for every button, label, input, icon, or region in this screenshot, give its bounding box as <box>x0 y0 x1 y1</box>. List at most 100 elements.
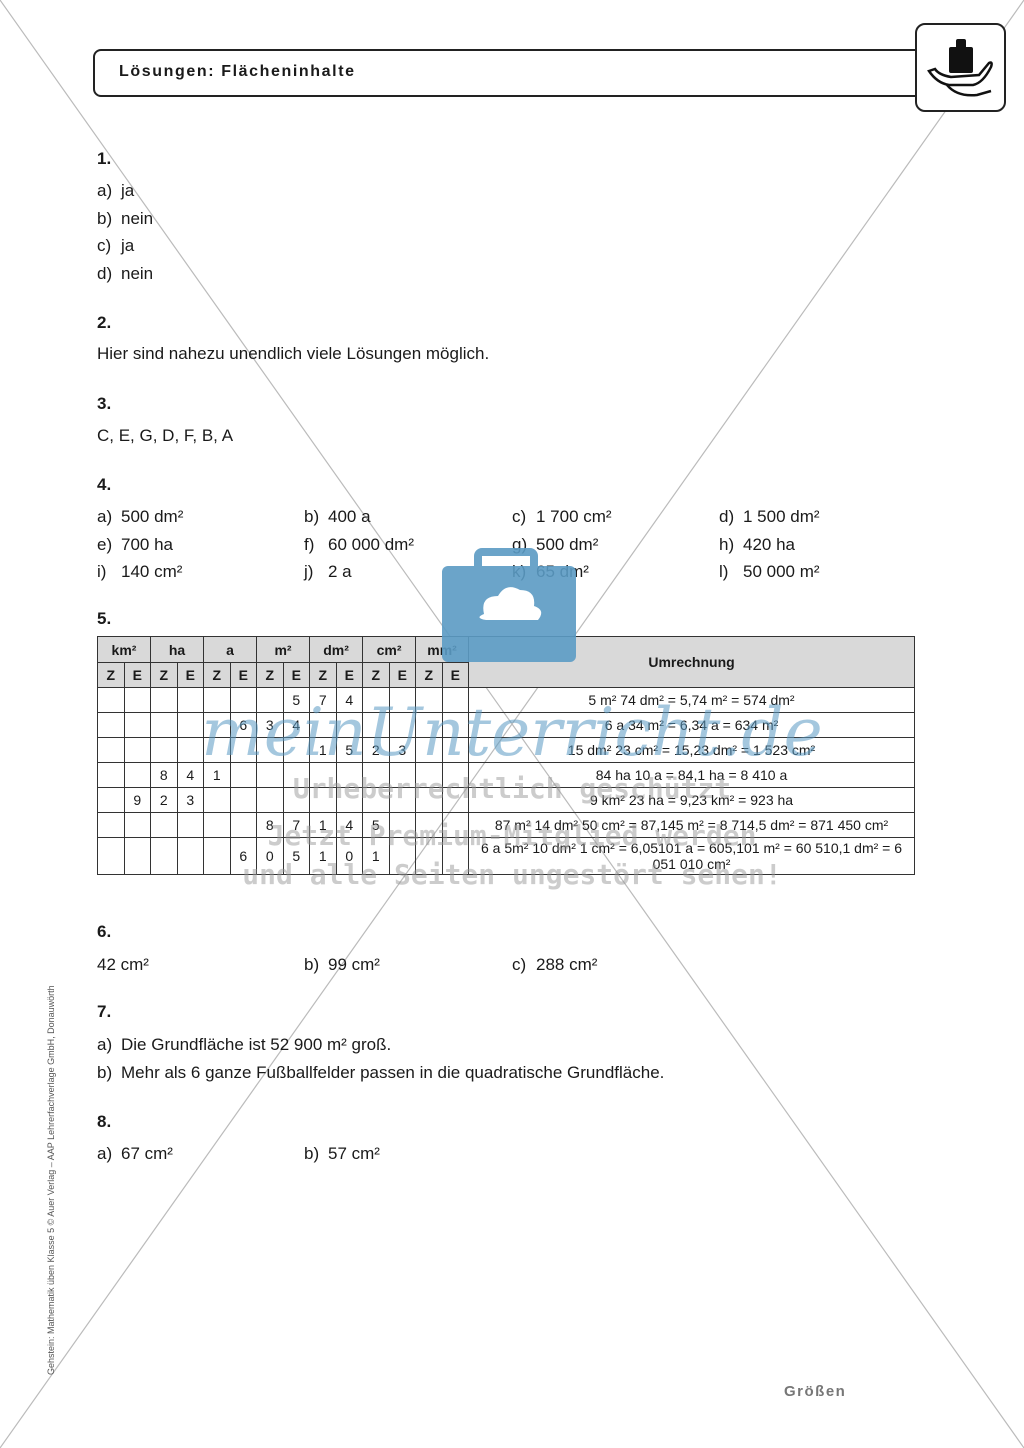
digit-cell <box>415 812 443 838</box>
answer-2: Hier sind nahezu unendlich viele Lösunge… <box>97 344 490 363</box>
digit-cell <box>256 687 284 713</box>
digit-cell <box>176 737 204 763</box>
answer-4i: i)140 cm² <box>97 562 183 581</box>
digit-cell <box>97 812 125 838</box>
digit-cell: 5 <box>282 837 311 875</box>
digit-cell <box>362 762 390 788</box>
answer-6b: b)99 cm² <box>304 955 380 974</box>
digit-cell <box>415 787 443 813</box>
digit-cell: 7 <box>282 812 311 838</box>
digit-cell <box>388 712 417 738</box>
place-value-cell: E <box>441 662 470 688</box>
digit-cell <box>388 837 417 875</box>
digit-cell <box>415 687 443 713</box>
digit-cell <box>176 812 204 838</box>
digit-cell <box>388 762 417 788</box>
digit-cell <box>415 712 443 738</box>
digit-cell <box>388 787 417 813</box>
place-value-cell: Z <box>97 662 125 688</box>
digit-cell <box>441 687 470 713</box>
digit-cell <box>123 762 151 788</box>
digit-cell <box>123 687 151 713</box>
digit-cell: 3 <box>176 787 204 813</box>
answer-8a: a)67 cm² <box>97 1144 173 1163</box>
digit-cell: 4 <box>176 762 204 788</box>
digit-cell <box>441 737 470 763</box>
digit-cell <box>282 787 311 813</box>
answer-4j: j)2 a <box>304 562 352 581</box>
answer-4f: f)60 000 dm² <box>304 535 414 554</box>
digit-cell <box>97 762 125 788</box>
conversion-cell: 15 dm² 23 cm² = 15,23 dm² = 1 523 cm² <box>468 737 915 763</box>
place-value-cell: E <box>388 662 417 688</box>
digit-cell <box>97 687 125 713</box>
answer-3: C, E, G, D, F, B, A <box>97 426 234 445</box>
digit-cell <box>229 687 258 713</box>
digit-cell <box>203 712 231 738</box>
answer-1a: a)ja <box>97 181 135 200</box>
place-value-cell: Z <box>256 662 284 688</box>
conversion-cell: 9 km² 23 ha = 9,23 km² = 923 ha <box>468 787 915 813</box>
digit-cell <box>388 687 417 713</box>
footer-topic: Größen <box>784 1383 847 1400</box>
place-value-cell: E <box>123 662 151 688</box>
digit-cell <box>203 837 231 875</box>
hand-weight-icon <box>927 39 993 97</box>
digit-cell: 1 <box>309 737 337 763</box>
digit-cell <box>150 837 178 875</box>
digit-cell <box>441 837 470 875</box>
digit-cell: 8 <box>150 762 178 788</box>
digit-cell: 1 <box>362 837 390 875</box>
copyright-sidebar: Gehstein: Mathematik üben Klasse 5 © Aue… <box>46 985 56 1375</box>
unit-header-cell: cm² <box>362 636 417 663</box>
conversion-cell: 5 m² 74 dm² = 5,74 m² = 574 dm² <box>468 687 915 713</box>
digit-cell <box>123 712 151 738</box>
digit-cell <box>123 737 151 763</box>
digit-cell <box>441 712 470 738</box>
answer-1d: d)nein <box>97 264 154 283</box>
digit-cell: 6 <box>229 837 258 875</box>
section-1-number: 1. <box>97 149 112 168</box>
digit-cell <box>203 787 231 813</box>
answer-1c: c)ja <box>97 236 135 255</box>
digit-cell <box>176 712 204 738</box>
digit-cell <box>176 687 204 713</box>
digit-cell <box>97 837 125 875</box>
answer-4a: a)500 dm² <box>97 507 184 526</box>
place-value-cell: Z <box>415 662 443 688</box>
place-value-cell: Z <box>362 662 390 688</box>
digit-cell: 4 <box>282 712 311 738</box>
digit-cell <box>415 762 443 788</box>
place-value-cell: Z <box>203 662 231 688</box>
section-7-number: 7. <box>97 1002 112 1021</box>
unit-header-cell: dm² <box>309 636 364 663</box>
digit-cell: 1 <box>203 762 231 788</box>
section-3-number: 3. <box>97 394 112 413</box>
conversion-cell: 6 a 5m² 10 dm² 1 cm² = 6,05101 a = 605,1… <box>468 837 915 875</box>
digit-cell <box>362 787 390 813</box>
logo-box <box>915 23 1006 112</box>
digit-cell: 9 <box>123 787 151 813</box>
digit-cell <box>150 812 178 838</box>
digit-cell: 1 <box>309 812 337 838</box>
digit-cell <box>309 787 337 813</box>
answer-7a: a)Die Grundfläche ist 52 900 m² groß. <box>97 1035 392 1054</box>
digit-cell <box>150 737 178 763</box>
digit-cell <box>362 687 390 713</box>
answer-1b: b)nein <box>97 209 154 228</box>
digit-cell <box>362 712 390 738</box>
digit-cell <box>97 712 125 738</box>
unit-header-cell: mm² <box>415 636 470 663</box>
unit-header-cell: km² <box>97 636 151 663</box>
digit-cell <box>229 787 258 813</box>
digit-cell: 7 <box>309 687 337 713</box>
digit-cell <box>203 687 231 713</box>
digit-cell <box>335 787 364 813</box>
digit-cell <box>229 762 258 788</box>
